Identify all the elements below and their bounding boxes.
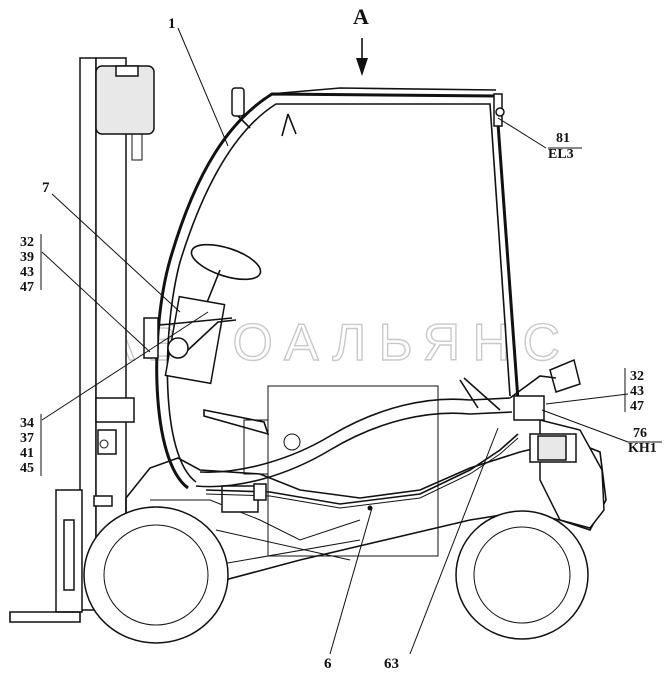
callout-right-0: 32 bbox=[630, 369, 644, 384]
callout-left-a-1: 39 bbox=[20, 250, 34, 265]
leader-lines bbox=[40, 27, 662, 655]
callout-left-a-3: 47 bbox=[20, 280, 34, 295]
callout-el3: EL3 bbox=[548, 147, 574, 162]
callout-63: 63 bbox=[384, 656, 399, 672]
callout-right-1: 43 bbox=[630, 384, 644, 399]
view-arrow: A bbox=[353, 4, 369, 76]
callout-1: 1 bbox=[168, 16, 176, 32]
lamp-el3 bbox=[493, 93, 505, 127]
callout-81: 81 bbox=[556, 131, 570, 146]
callout-left-b-1: 37 bbox=[20, 431, 34, 446]
rear-wheel bbox=[455, 510, 589, 640]
fork bbox=[9, 489, 83, 623]
side-lamp bbox=[509, 358, 581, 461]
front-wheel bbox=[83, 506, 229, 644]
callout-76: 76 bbox=[633, 426, 647, 441]
mast bbox=[79, 57, 155, 611]
steering-column bbox=[143, 243, 262, 385]
callout-left-b-3: 45 bbox=[20, 461, 34, 476]
callout-labels: 1 7 32 39 43 47 34 37 41 45 81 EL3 32 43… bbox=[20, 16, 657, 672]
callout-left-b-0: 34 bbox=[20, 416, 34, 431]
callout-left-a-2: 43 bbox=[20, 265, 34, 280]
callout-right-2: 47 bbox=[630, 399, 644, 414]
view-label: A bbox=[353, 4, 369, 29]
control-lever bbox=[203, 377, 501, 451]
cab-frame bbox=[155, 87, 520, 490]
callout-6: 6 bbox=[324, 656, 332, 672]
beacon-lamp bbox=[231, 87, 297, 137]
callout-left-b-2: 41 bbox=[20, 446, 34, 461]
wiring-harness bbox=[187, 319, 519, 511]
callout-7: 7 bbox=[42, 180, 50, 196]
callout-left-a-0: 32 bbox=[20, 235, 34, 250]
callout-kh1: KH1 bbox=[628, 441, 657, 456]
